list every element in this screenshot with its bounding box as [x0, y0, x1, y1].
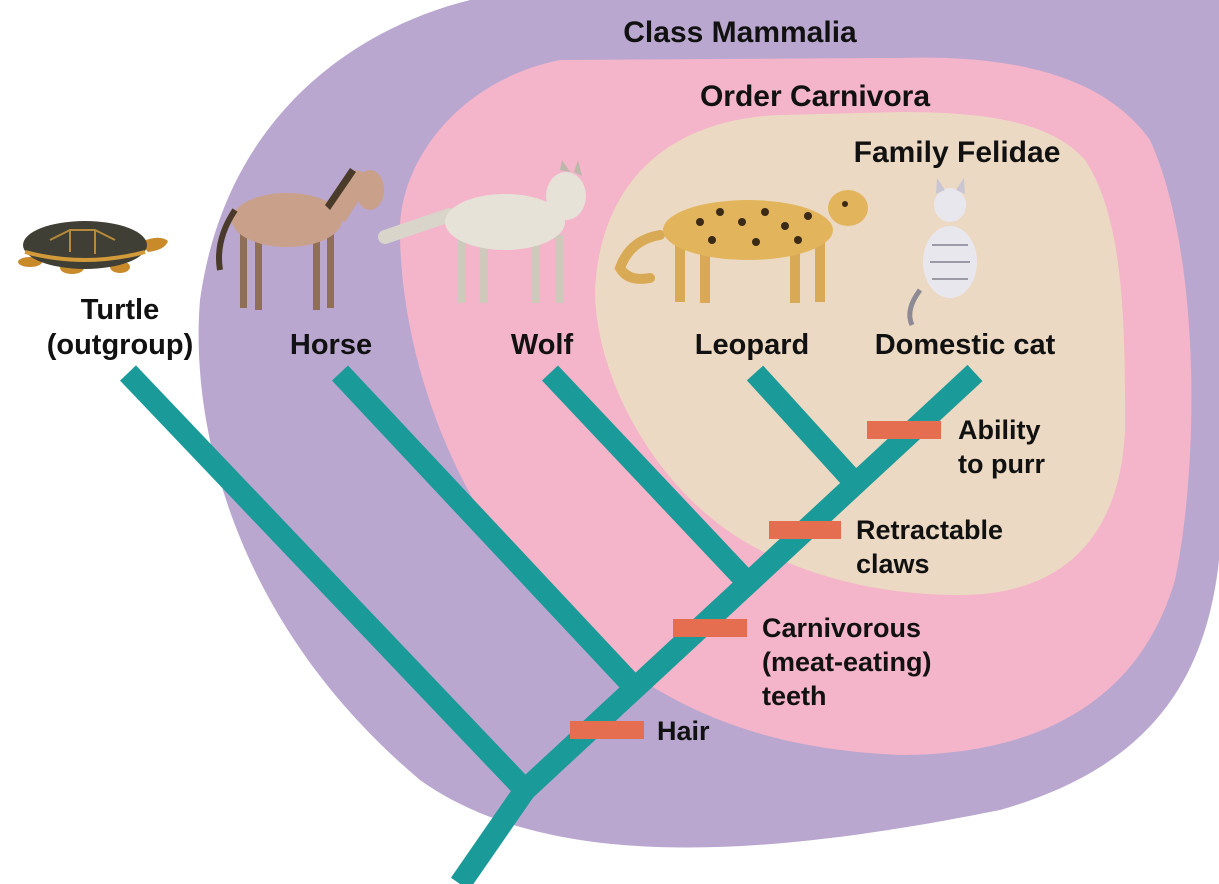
leopard-label: Leopard [695, 329, 809, 361]
hair-marker [570, 721, 644, 739]
turtle-label-line2: (outgroup) [47, 329, 194, 361]
horse-label: Horse [290, 329, 372, 361]
purr-marker [867, 421, 941, 439]
domestic-cat-label: Domestic cat [875, 329, 1056, 361]
claws-label-line1: Retractable [856, 515, 1003, 545]
turtle-icon [18, 221, 168, 274]
carnivorous-label-line3: teeth [762, 681, 827, 711]
retractable-claws-marker [769, 521, 841, 539]
purr-label-line2: to purr [958, 449, 1045, 479]
class-mammalia-title: Class Mammalia [623, 16, 857, 49]
carnivorous-teeth-marker [673, 619, 747, 637]
family-felidae-title: Family Felidae [854, 136, 1061, 169]
carnivorous-label-line2: (meat-eating) [762, 647, 932, 677]
turtle-label-line1: Turtle [81, 294, 159, 326]
wolf-label: Wolf [511, 329, 574, 361]
purr-label-line1: Ability [958, 415, 1041, 445]
claws-label-line2: claws [856, 549, 930, 579]
hair-label: Hair [657, 716, 710, 746]
carnivorous-label-line1: Carnivorous [762, 613, 921, 643]
order-carnivora-title: Order Carnivora [700, 80, 930, 113]
